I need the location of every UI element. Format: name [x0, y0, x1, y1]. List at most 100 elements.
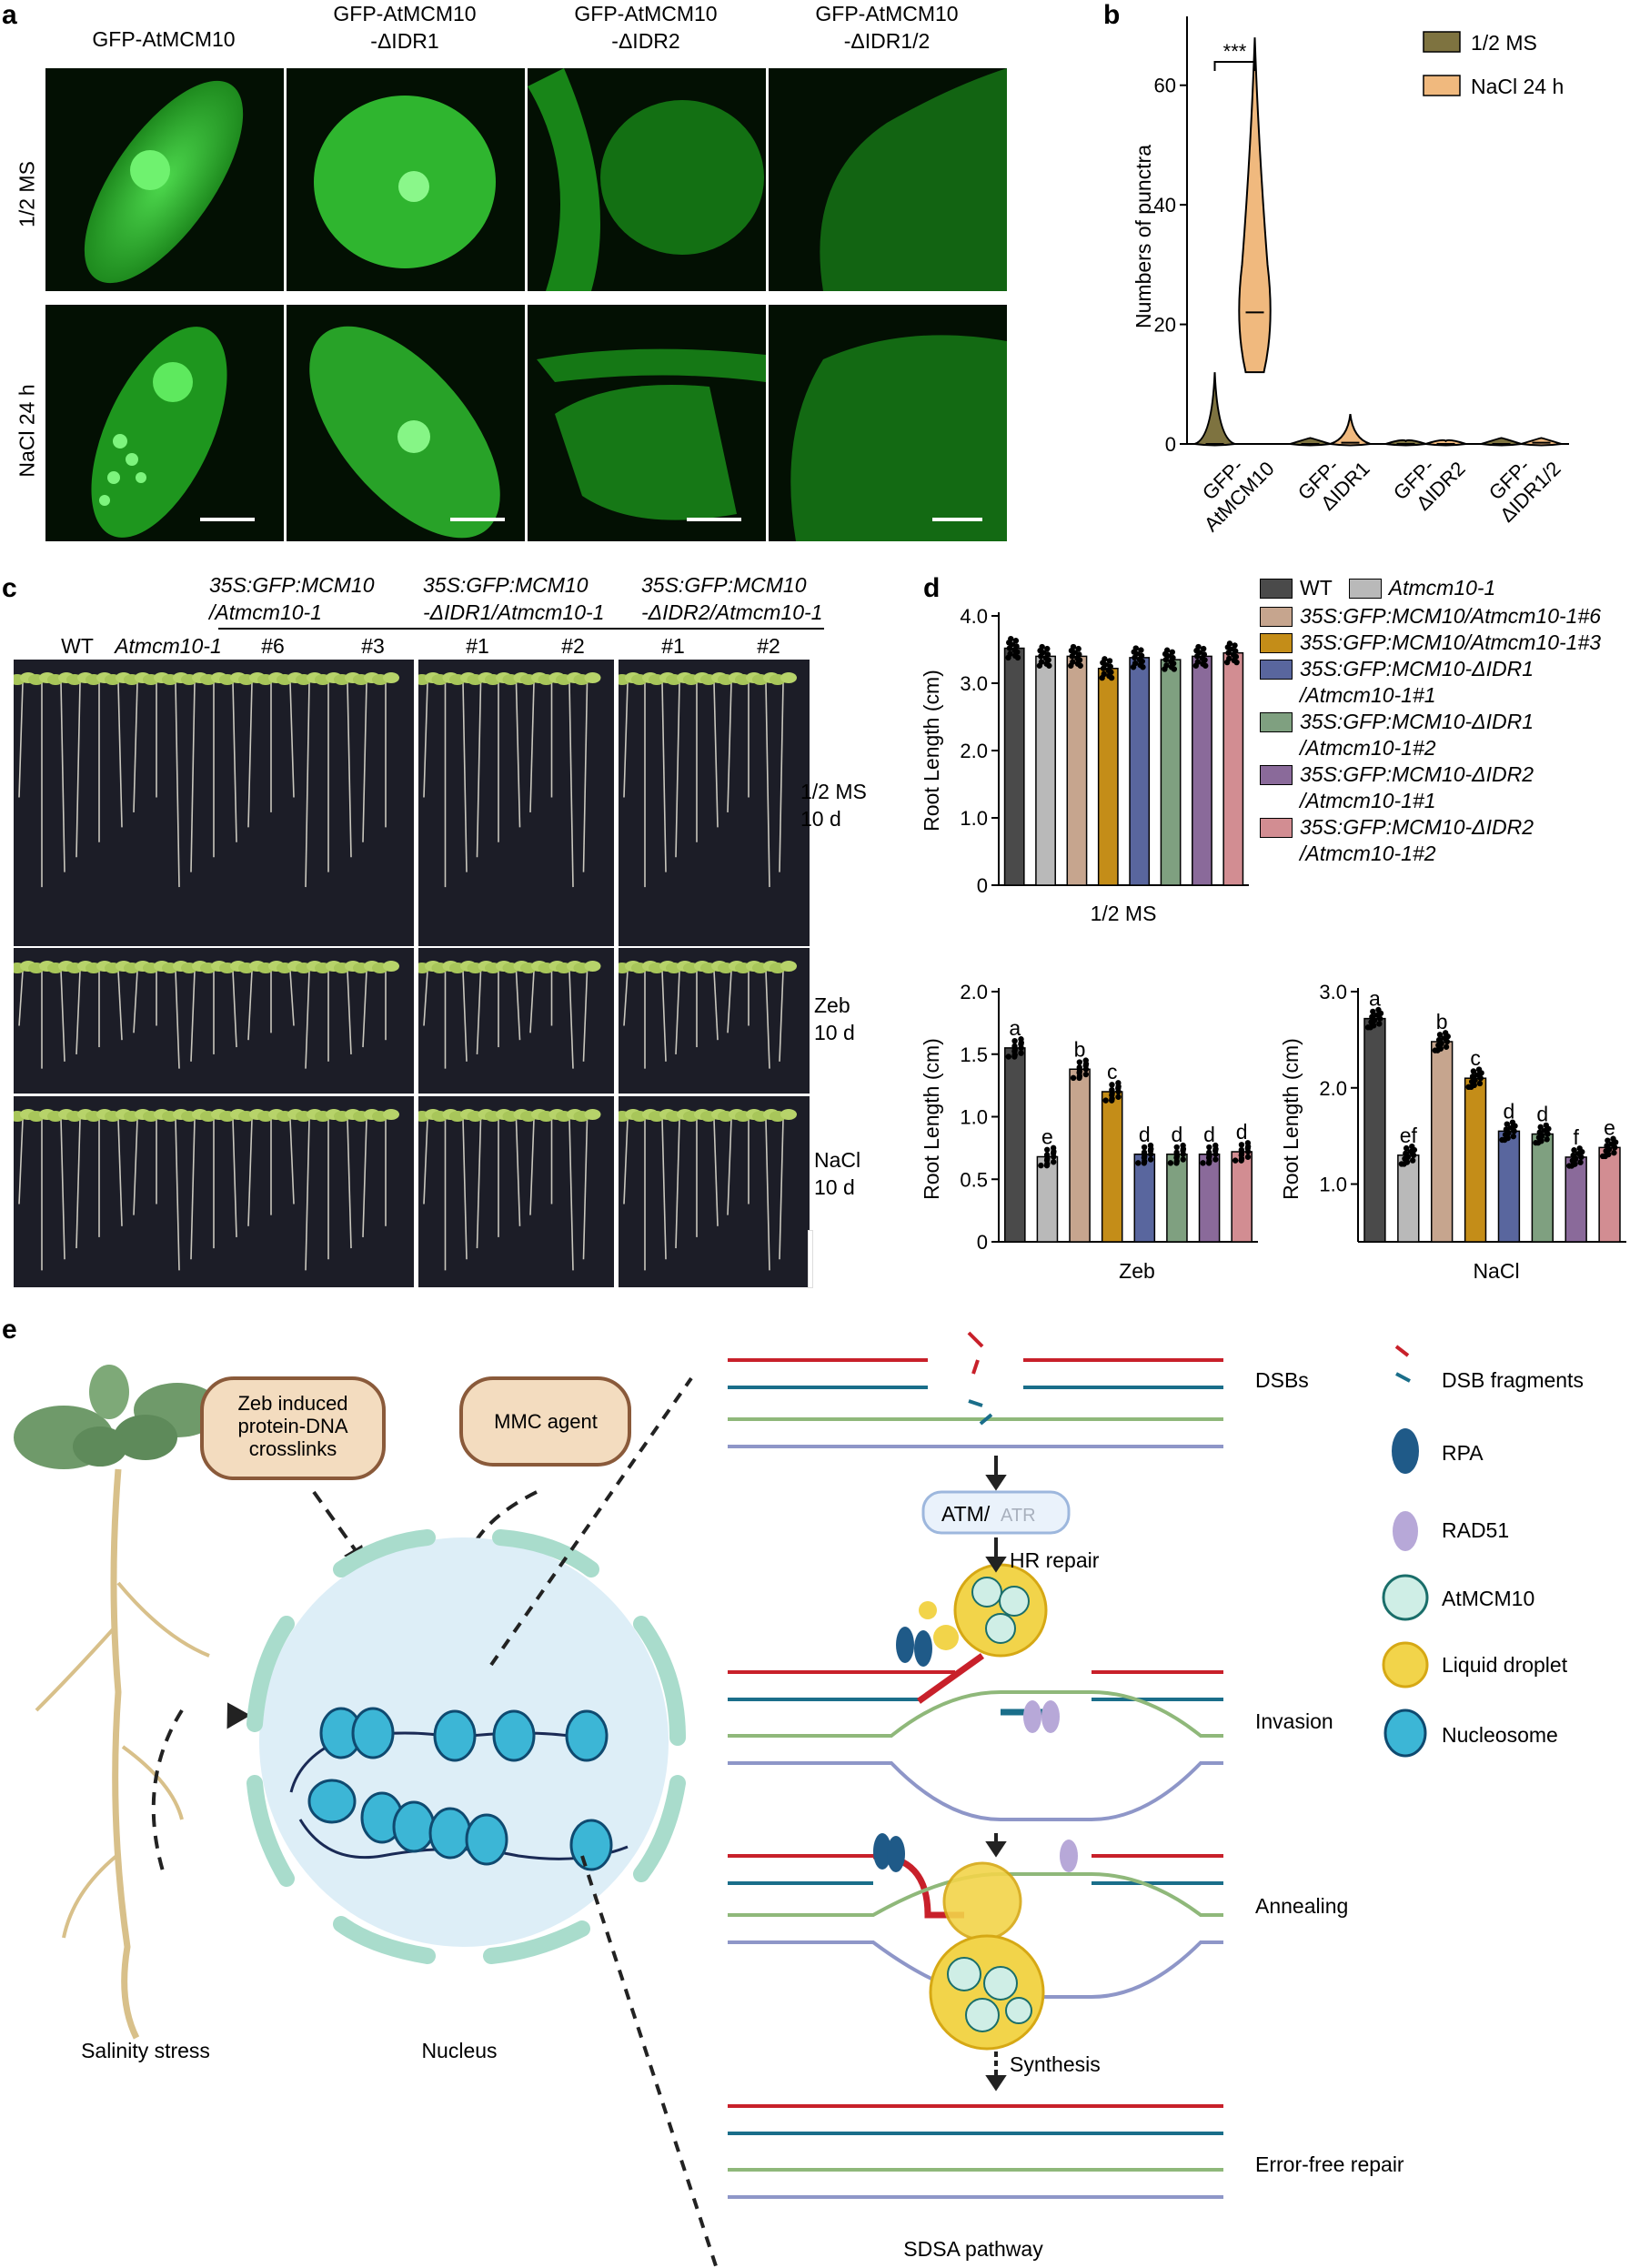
- data-point: [1442, 1030, 1449, 1036]
- data-point: [1227, 646, 1233, 652]
- condition-label: 1/2 MS 10 d: [800, 780, 867, 831]
- data-point: [1008, 635, 1014, 642]
- micrograph-didr2-nacl: [528, 305, 766, 541]
- svg-text:RPA: RPA: [1442, 1441, 1484, 1465]
- col-line: #6: [261, 634, 285, 658]
- data-point: [1238, 1157, 1244, 1164]
- x-axis-label: 1/2 MS: [1091, 902, 1157, 925]
- scale-bar: [808, 1230, 813, 1288]
- row-label-nacl: NaCl 24 h: [15, 384, 39, 478]
- legend-label: 35S:GFP:MCM10-ΔIDR2 /Atmcm10-1#1: [1300, 762, 1534, 812]
- data-point: [1132, 660, 1139, 667]
- data-point: [1609, 1141, 1615, 1147]
- svg-text:DSB fragments: DSB fragments: [1442, 1368, 1584, 1392]
- data-point: [1569, 1157, 1576, 1164]
- x-tick-label: GFP-ΔIDR1/2: [1479, 440, 1565, 527]
- data-point: [1050, 1150, 1057, 1156]
- svg-text:Nucleosome: Nucleosome: [1442, 1723, 1558, 1747]
- y-tick-label: 2.0: [960, 740, 988, 762]
- y-axis-label: Root Length (cm): [1279, 1038, 1303, 1200]
- significance-letter: d: [1203, 1123, 1215, 1146]
- data-point: [1071, 650, 1077, 656]
- data-point: [1536, 1129, 1543, 1135]
- y-tick-label: 2.0: [1319, 1077, 1347, 1100]
- data-point: [1102, 1097, 1109, 1104]
- legend-item: 35S:GFP:MCM10/Atmcm10-1#3: [1260, 630, 1646, 656]
- data-point: [1147, 1147, 1154, 1154]
- data-point: [1043, 1162, 1051, 1169]
- data-point: [1603, 1147, 1609, 1154]
- col-line: #2: [757, 634, 780, 658]
- legend-swatch: [1260, 579, 1293, 599]
- y-tick-label: 3.0: [1319, 981, 1347, 1003]
- row-label-ms: 1/2 MS: [15, 161, 39, 227]
- data-point: [1108, 674, 1115, 681]
- data-point: [1018, 1041, 1024, 1048]
- y-axis-label: Root Length (cm): [920, 670, 943, 832]
- data-point: [1468, 1084, 1474, 1091]
- data-point: [1014, 654, 1021, 661]
- scale-bar: [450, 518, 505, 521]
- step-label: DSBs: [1255, 1368, 1309, 1392]
- bar: [1129, 657, 1151, 886]
- bar: [1531, 1133, 1554, 1243]
- data-point: [1173, 1160, 1180, 1166]
- data-point: [1170, 660, 1177, 667]
- data-point: [1226, 640, 1233, 647]
- step-label: Error-free repair: [1255, 2152, 1404, 2176]
- seedling-plate: [14, 660, 414, 946]
- micrograph-didr12-ms: [769, 68, 1007, 291]
- panel-label-a: a: [2, 0, 17, 30]
- data-point: [1082, 1057, 1089, 1063]
- data-point: [1535, 1134, 1543, 1141]
- data-point: [1542, 1127, 1549, 1134]
- data-point: [1038, 659, 1045, 665]
- column-title-4: GFP-AtMCM10 -ΔIDR1/2: [815, 2, 959, 53]
- legend-swatch: [1260, 633, 1293, 653]
- data-point: [1076, 1074, 1082, 1082]
- bar: [1097, 667, 1119, 886]
- significance-letter: c: [1470, 1046, 1481, 1070]
- col-line: #3: [361, 634, 385, 658]
- y-tick-label: 40: [1154, 194, 1176, 217]
- bar: [1166, 1154, 1188, 1243]
- legend-e: DSB fragments RPA RAD51 AtMCM10 Liquid d…: [1382, 1368, 1584, 1758]
- legend-label: 35S:GFP:MCM10-ΔIDR1 /Atmcm10-1#1: [1300, 657, 1534, 707]
- data-point: [1132, 645, 1139, 651]
- data-point: [1115, 1094, 1122, 1100]
- data-point: [1082, 1063, 1089, 1069]
- data-point: [1402, 1155, 1408, 1162]
- data-point: [1076, 657, 1083, 663]
- legend-item: 35S:GFP:MCM10/Atmcm10-1#6: [1260, 603, 1646, 630]
- legend-item: 35S:GFP:MCM10-ΔIDR2 /Atmcm10-1#1: [1260, 761, 1646, 814]
- bar: [1069, 1068, 1091, 1243]
- y-tick-label: 1.0: [1319, 1174, 1347, 1196]
- atm-label: ATM/: [941, 1502, 991, 1526]
- x-tick-label: GFP-ΔIDR1: [1293, 440, 1374, 521]
- data-point: [1369, 1013, 1375, 1020]
- legend-label: 1/2 MS: [1471, 31, 1537, 55]
- data-point: [1038, 1162, 1044, 1169]
- data-point: [1375, 1006, 1382, 1013]
- significance-letter: a: [1369, 987, 1381, 1011]
- legend-item: WT: [1260, 575, 1333, 601]
- seedling-plate: [619, 1096, 810, 1287]
- data-point: [1435, 1036, 1443, 1043]
- data-point: [1409, 1157, 1416, 1164]
- micrograph-didr1-nacl: [287, 305, 525, 541]
- legend-label: 35S:GFP:MCM10/Atmcm10-1#3: [1300, 630, 1602, 654]
- significance-letter: a: [1009, 1016, 1021, 1040]
- data-point: [1510, 1133, 1516, 1140]
- data-point: [1474, 1072, 1482, 1078]
- significance-bracket: [1213, 61, 1256, 71]
- significance-letter: d: [1504, 1099, 1515, 1123]
- data-point: [1212, 1142, 1219, 1149]
- significance-label: ***: [1223, 40, 1247, 63]
- data-point: [1368, 1019, 1374, 1025]
- svg-text:AtMCM10: AtMCM10: [1442, 1587, 1534, 1610]
- y-tick-label: 0: [977, 1231, 988, 1254]
